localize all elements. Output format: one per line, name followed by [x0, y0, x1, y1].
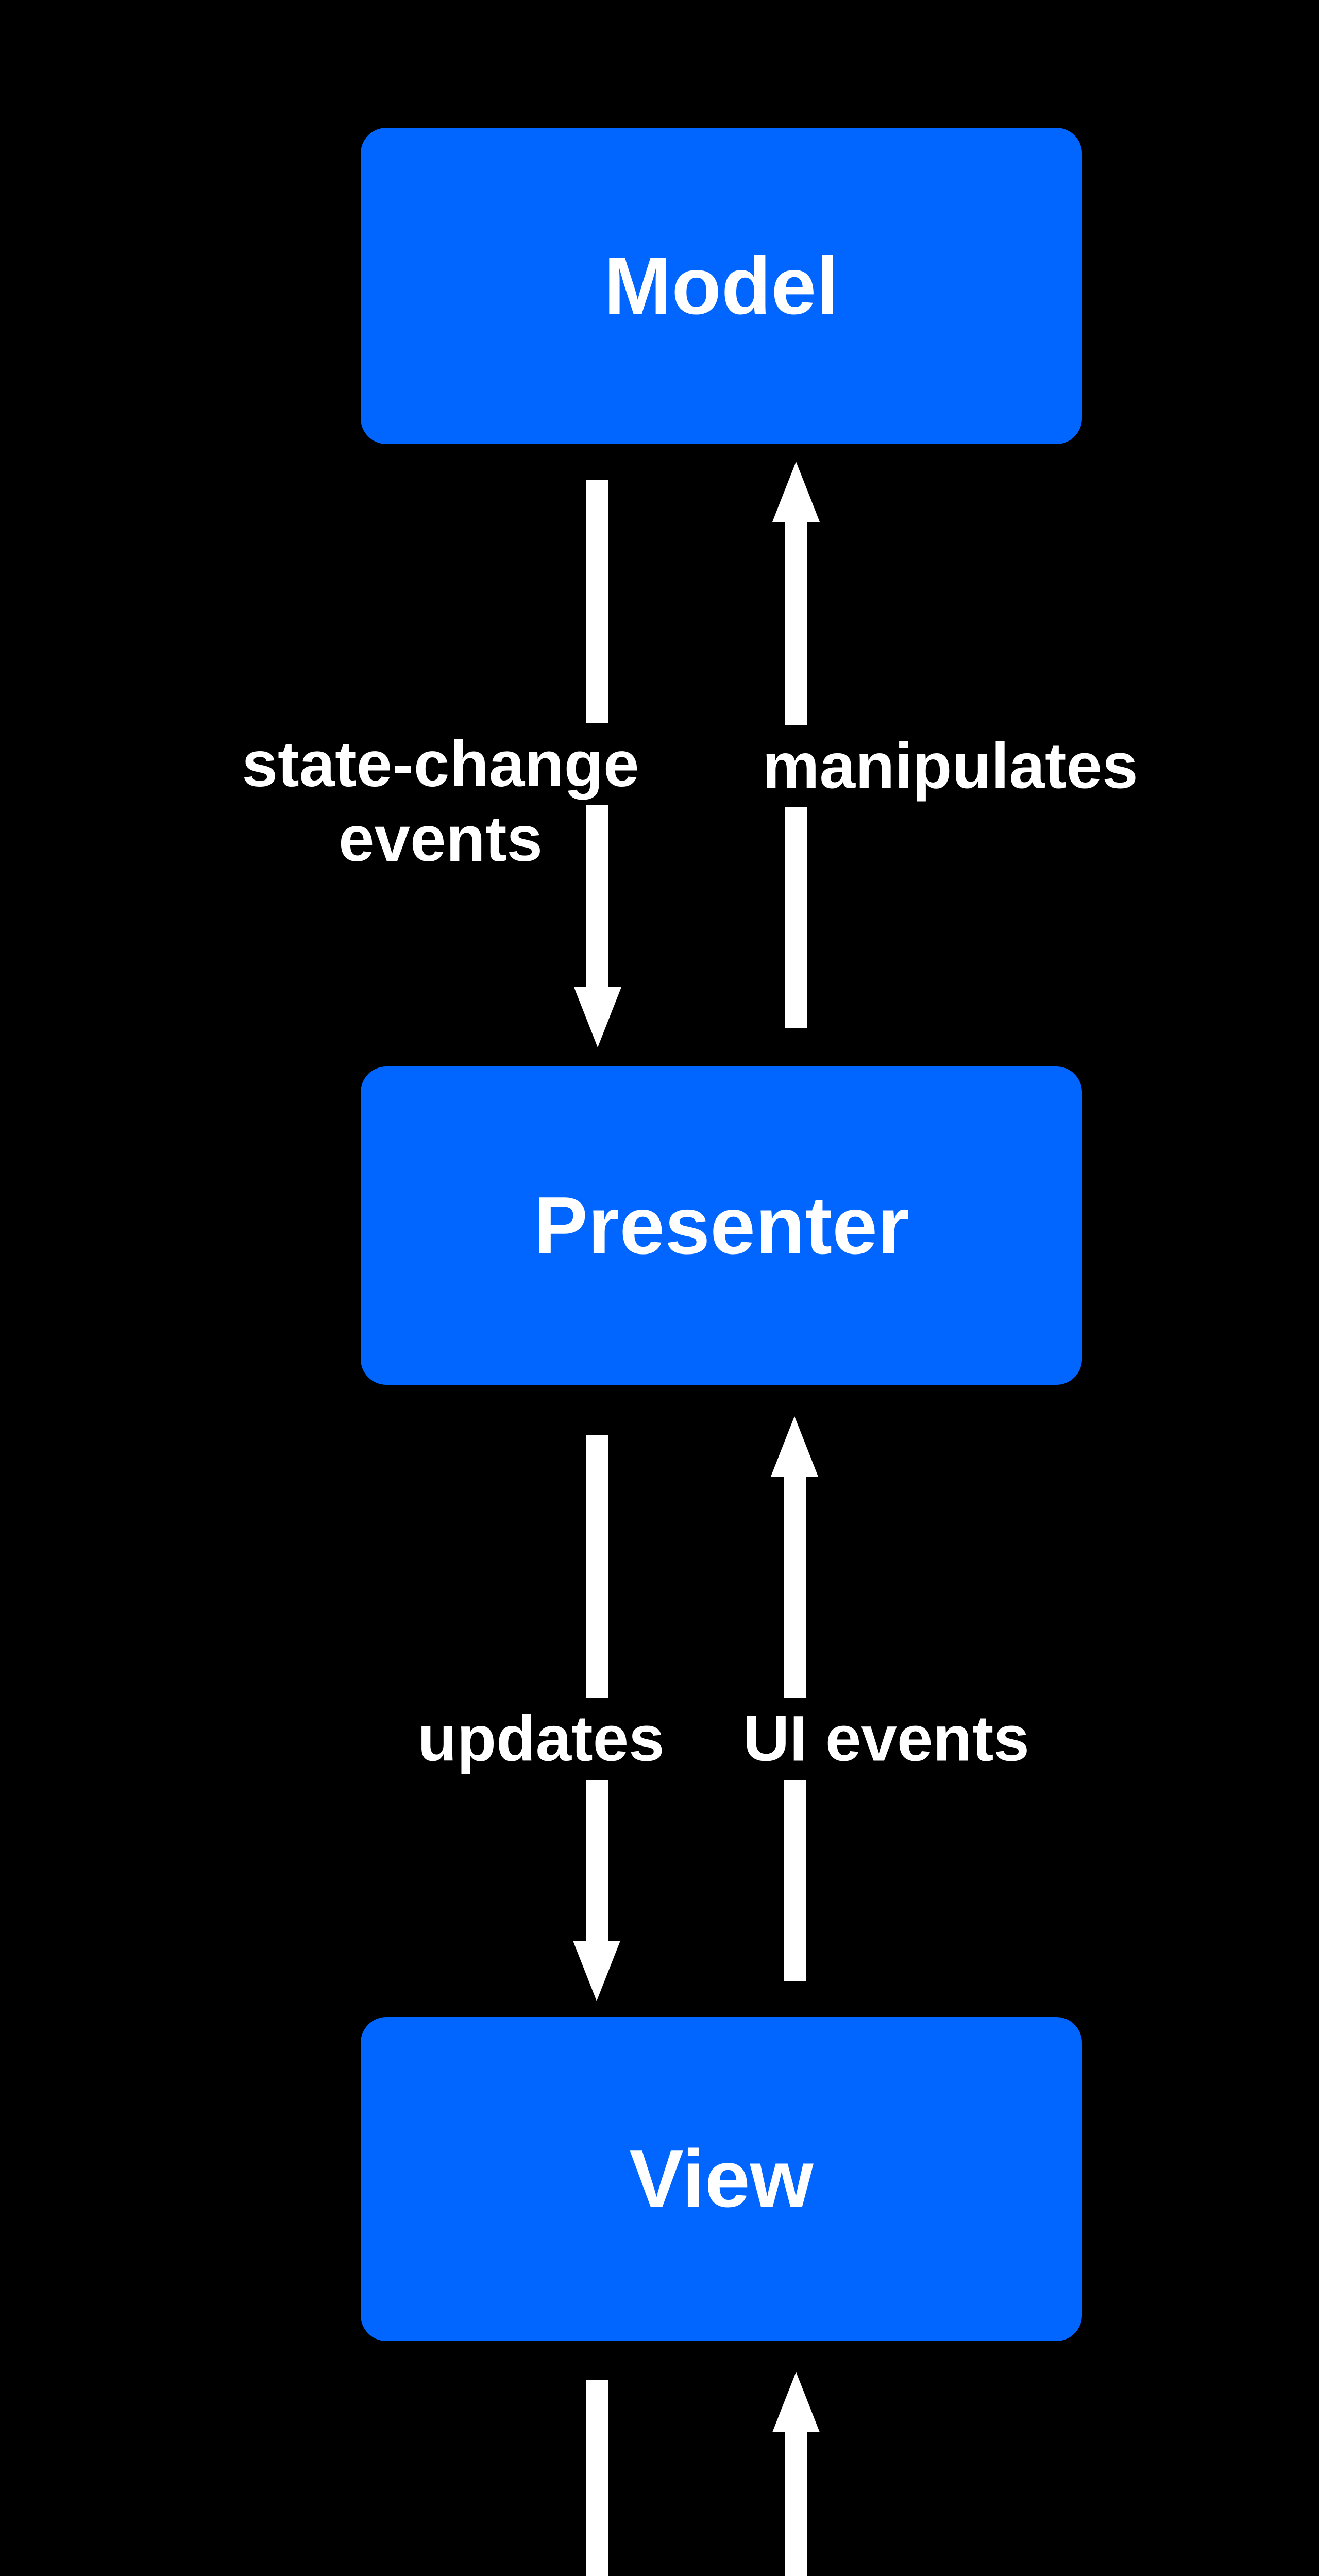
node-model-label: Model	[603, 240, 839, 331]
edge-label-updates: updates	[404, 1698, 678, 1780]
node-model: Model	[361, 128, 1082, 444]
edge-label-text: state-change events	[228, 723, 653, 880]
edge-label-state-change-events: state-change events	[209, 723, 672, 880]
arrowhead-down-icon	[574, 987, 621, 1047]
node-view-label: View	[629, 2133, 814, 2224]
edge-label-ui-events: UI events	[730, 1698, 1043, 1780]
arrowhead-up-icon	[771, 1416, 818, 1477]
arrowhead-down-icon	[573, 1941, 620, 2001]
node-presenter-label: Presenter	[533, 1180, 909, 1271]
edge-line-user-to-view	[785, 2432, 807, 2576]
edge-label-text: manipulates	[749, 725, 1152, 807]
node-view: View	[361, 2017, 1082, 2341]
edge-line-view-to-user	[586, 2380, 608, 2576]
edge-line-presenter-to-view	[586, 1435, 608, 1941]
edge-label-manipulates: manipulates	[749, 725, 1152, 807]
edge-label-text: updates	[404, 1698, 678, 1780]
edge-label-text: UI events	[730, 1698, 1043, 1780]
node-presenter: Presenter	[361, 1066, 1082, 1385]
arrowhead-up-icon	[772, 462, 820, 522]
arrowhead-up-icon	[772, 2372, 820, 2432]
